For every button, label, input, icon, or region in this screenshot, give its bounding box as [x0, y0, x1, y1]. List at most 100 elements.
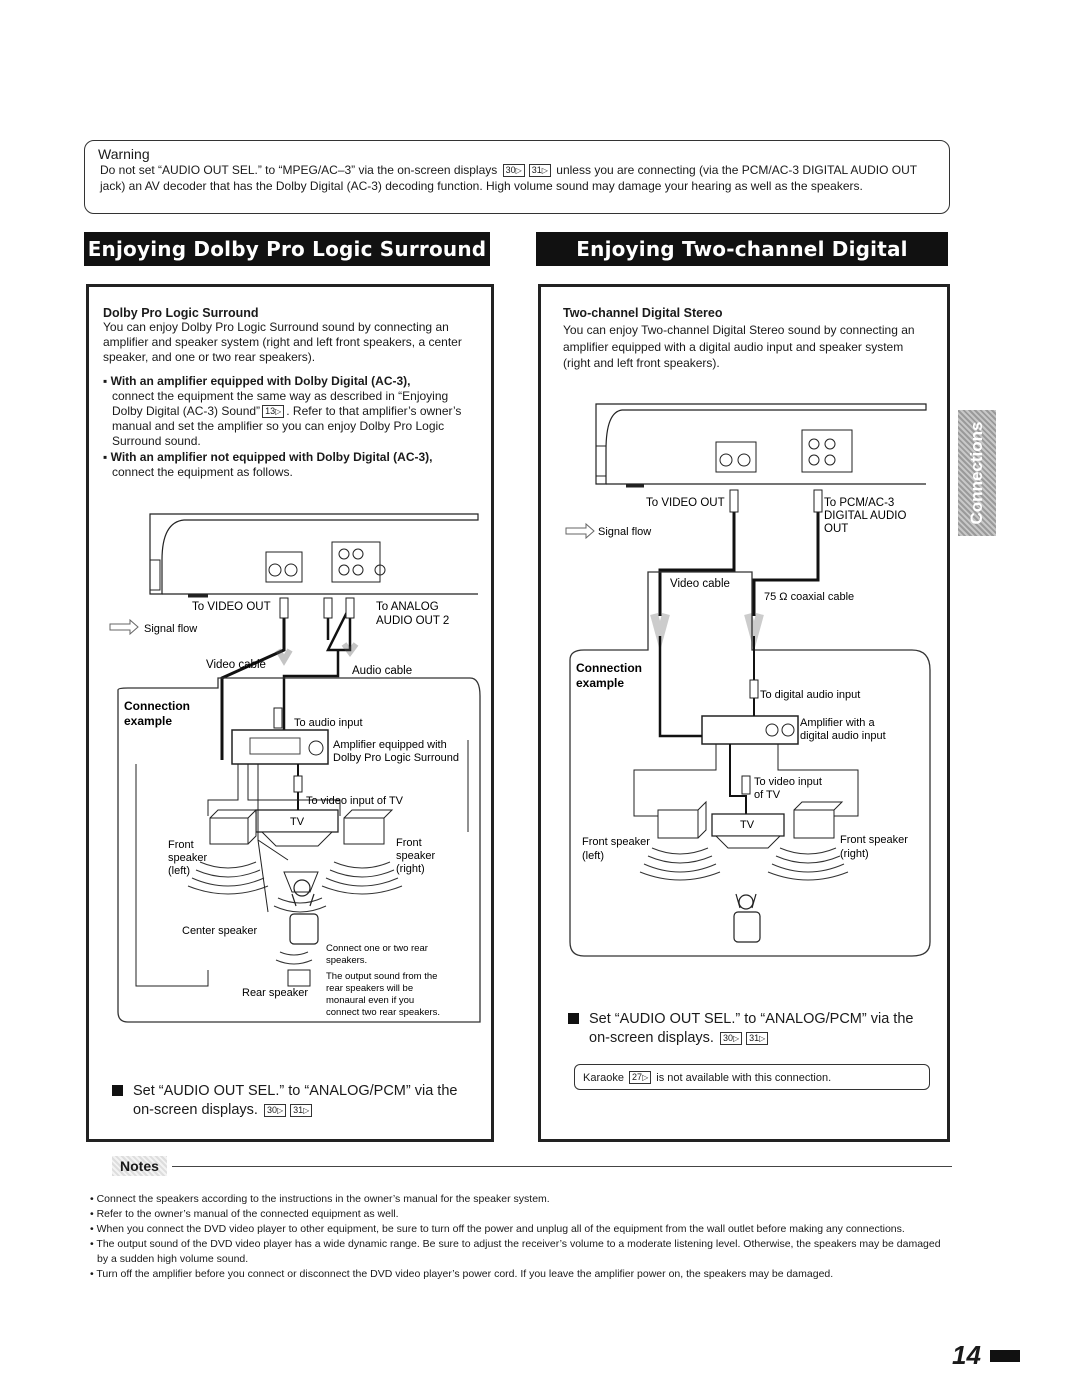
left-bullet-2: ▪ With an amplifier not equipped with Do…: [103, 450, 433, 479]
signal-flow-icon: [109, 618, 139, 636]
note-item: • The output sound of the DVD video play…: [90, 1238, 941, 1265]
front-right-label: speaker: [396, 850, 435, 862]
signal-arrow-icon: [275, 648, 293, 666]
dolby-pro-logic-connection-diagram: To VIDEO OUT To ANALOG AUDIO OUT 2 Signa…: [109, 513, 481, 1023]
left-heading: Dolby Pro Logic Surround: [103, 306, 259, 320]
page-number-bar: [990, 1350, 1020, 1362]
front-left-label: speaker: [168, 852, 207, 864]
right-intro: You can enjoy Two-channel Digital Stereo…: [563, 323, 915, 370]
to-audio-input-label: To audio input: [294, 717, 363, 729]
page-ref: 31: [528, 164, 551, 177]
page-ref: 30: [263, 1104, 287, 1117]
right-heading: Two-channel Digital Stereo: [563, 306, 723, 320]
digital-audio-label: DIGITAL AUDIO: [824, 510, 906, 522]
right-section-banner: Enjoying Two-channel Digital Stereo Soun…: [536, 232, 948, 295]
tv-label: TV: [290, 816, 305, 828]
front-left-label: Front: [168, 839, 194, 851]
bullet-square-icon: [112, 1085, 123, 1096]
audio-cable-label: Audio cable: [352, 665, 412, 677]
front-left-speaker-icon: [657, 800, 707, 839]
front-left-speaker-icon: [209, 809, 258, 845]
warning-title: Warning: [98, 146, 150, 162]
sound-wave-icon: [639, 847, 849, 881]
page-ref: 13: [262, 405, 285, 418]
notes-list: • Connect the speakers according to the …: [90, 1192, 952, 1282]
tv-label: TV: [740, 819, 755, 831]
signal-arrow-icon: [341, 642, 359, 657]
front-right-label: Front speaker: [840, 834, 908, 846]
connection-example-frame: [569, 571, 931, 957]
to-video-input-label: To video input: [754, 776, 822, 788]
connection-example-frame: [117, 677, 481, 1023]
page-ref: 31: [746, 1032, 769, 1045]
warning-text: Do not set “AUDIO OUT SEL.” to “MPEG/AC–…: [100, 162, 940, 194]
connection-label: Connection: [576, 661, 642, 675]
connection-label: Connection: [124, 699, 190, 713]
left-intro: You can enjoy Dolby Pro Logic Surround s…: [103, 320, 462, 364]
warning-box: [84, 140, 950, 214]
amplifier-icon: [231, 729, 329, 765]
page-number: 14: [952, 1340, 981, 1370]
page-ref: 30: [502, 164, 525, 177]
left-section-banner: Enjoying Dolby Pro Logic Surround Sound: [84, 232, 490, 295]
audio-out-2-label: AUDIO OUT 2: [376, 615, 449, 627]
plug-icon: [345, 597, 355, 619]
bullet-square-icon: [568, 1013, 579, 1024]
note-item: • When you connect the DVD video player …: [90, 1223, 905, 1235]
front-right-label: (right): [396, 863, 425, 875]
to-video-input-label: To video input of TV: [306, 795, 404, 807]
plug-icon: [749, 679, 759, 699]
note-item: • Refer to the owner’s manual of the con…: [90, 1208, 399, 1220]
video-out-jack-icon: [265, 551, 303, 583]
amplifier-icon: [701, 715, 799, 745]
to-video-out-label: To VIDEO OUT: [192, 601, 271, 613]
svg-text:Connect one or two rear: Connect one or two rear: [326, 943, 428, 954]
front-right-speaker-icon: [793, 801, 844, 839]
dvd-player-icon: [149, 513, 479, 595]
coaxial-cable-label: 75 Ω coaxial cable: [764, 591, 854, 603]
signal-flow-label: Signal flow: [598, 526, 651, 538]
note-item: • Connect the speakers according to the …: [90, 1193, 550, 1205]
to-pcm-label: To PCM/AC-3: [824, 497, 894, 509]
rear-speaker-label: Rear speaker: [242, 987, 308, 999]
svg-text:The output sound from the: The output sound from the: [326, 971, 437, 982]
signal-flow-icon: [565, 522, 595, 540]
digital-stereo-connection-diagram: To VIDEO OUT To PCM/AC-3 DIGITAL AUDIO O…: [565, 403, 931, 957]
plug-icon: [813, 489, 823, 513]
dvd-player-icon: [595, 403, 927, 485]
amplifier-label-2: digital audio input: [800, 730, 886, 742]
signal-arrow-icon: [744, 612, 764, 652]
rear-speaker-note: Connect one or two rear speakers. The ou…: [326, 943, 440, 1018]
signal-flow-label: Signal flow: [144, 623, 197, 635]
notes-title: Notes: [112, 1156, 167, 1176]
svg-text:monaural even if you: monaural even if you: [326, 995, 414, 1006]
page-ref: 30: [719, 1032, 743, 1045]
plug-icon: [279, 597, 289, 619]
front-right-label: Front: [396, 837, 422, 849]
rear-speaker-icon: [287, 969, 311, 987]
front-left-label: (left): [582, 850, 604, 862]
plug-icon: [741, 775, 751, 795]
listener-icon: [289, 879, 319, 945]
center-speaker-icon: [283, 871, 319, 893]
signal-arrow-icon: [650, 612, 670, 652]
of-tv-label: of TV: [754, 789, 781, 801]
to-digital-input-label: To digital audio input: [760, 689, 860, 701]
center-speaker-label: Center speaker: [182, 925, 258, 937]
left-bullet-1: ▪ With an amplifier equipped with Dolby …: [103, 374, 481, 449]
left-panel: [86, 284, 494, 1142]
front-right-label: (right): [840, 848, 869, 860]
front-right-speaker-icon: [343, 809, 394, 845]
karaoke-note: Karaoke 27 is not available with this co…: [574, 1064, 930, 1090]
right-panel: [538, 284, 950, 1142]
amplifier-label-2: Dolby Pro Logic Surround: [333, 752, 459, 764]
sound-wave-icon: [187, 861, 403, 965]
video-out-jack-icon: [715, 441, 757, 473]
example-label: example: [124, 714, 172, 728]
to-analog-label: To ANALOG: [376, 601, 439, 613]
right-instruction: Set “AUDIO OUT SEL.” to “ANALOG/PCM” via…: [568, 1010, 934, 1048]
digital-out-jack-icon: [801, 429, 853, 473]
video-cable-label: Video cable: [670, 578, 730, 590]
page-ref: 31: [290, 1104, 313, 1117]
left-instruction: Set “AUDIO OUT SEL.” to “ANALOG/PCM” via…: [112, 1082, 482, 1120]
